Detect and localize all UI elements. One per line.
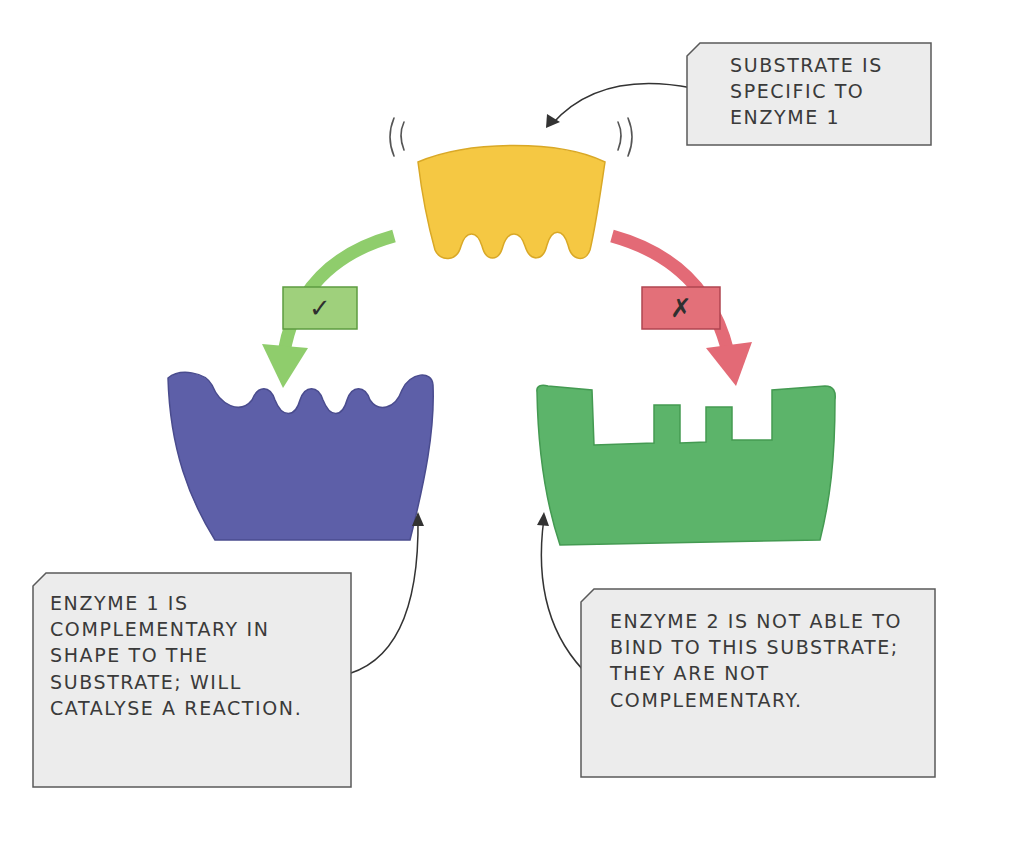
tick-box: ✓ bbox=[282, 286, 358, 330]
cross-box: ✗ bbox=[641, 286, 721, 330]
outline bbox=[33, 573, 351, 787]
no-fit-arrowhead bbox=[706, 342, 752, 386]
callout-text: ENZYME 1 IS COMPLEMENTARY IN SHAPE TO TH… bbox=[50, 590, 338, 721]
result-symbol: ✗ bbox=[641, 286, 721, 330]
callout-text: SUBSTRATE IS SPECIFIC TO ENZYME 1 bbox=[730, 52, 922, 131]
callout-text: ENZYME 2 IS NOT ABLE TO BIND TO THIS SUB… bbox=[610, 608, 926, 713]
fit-arrowhead bbox=[262, 344, 308, 388]
callout-box: ENZYME 1 IS COMPLEMENTARY IN SHAPE TO TH… bbox=[32, 572, 352, 788]
vibration-marks bbox=[390, 118, 632, 156]
enzyme-2-shape bbox=[537, 385, 835, 545]
outline bbox=[283, 287, 357, 329]
enzyme-1-shape bbox=[168, 372, 433, 540]
leader-arrowheads bbox=[412, 114, 560, 526]
substrate-shape bbox=[418, 146, 605, 259]
outline bbox=[642, 287, 720, 329]
no-fit-arrow bbox=[612, 236, 728, 352]
result-symbol: ✓ bbox=[282, 286, 358, 330]
fit-arrow bbox=[284, 236, 394, 352]
outline bbox=[687, 43, 931, 145]
callout-box: SUBSTRATE IS SPECIFIC TO ENZYME 1 bbox=[686, 42, 932, 146]
outline bbox=[581, 589, 935, 777]
leader-lines bbox=[340, 84, 692, 678]
callout-box: ENZYME 2 IS NOT ABLE TO BIND TO THIS SUB… bbox=[580, 588, 936, 778]
